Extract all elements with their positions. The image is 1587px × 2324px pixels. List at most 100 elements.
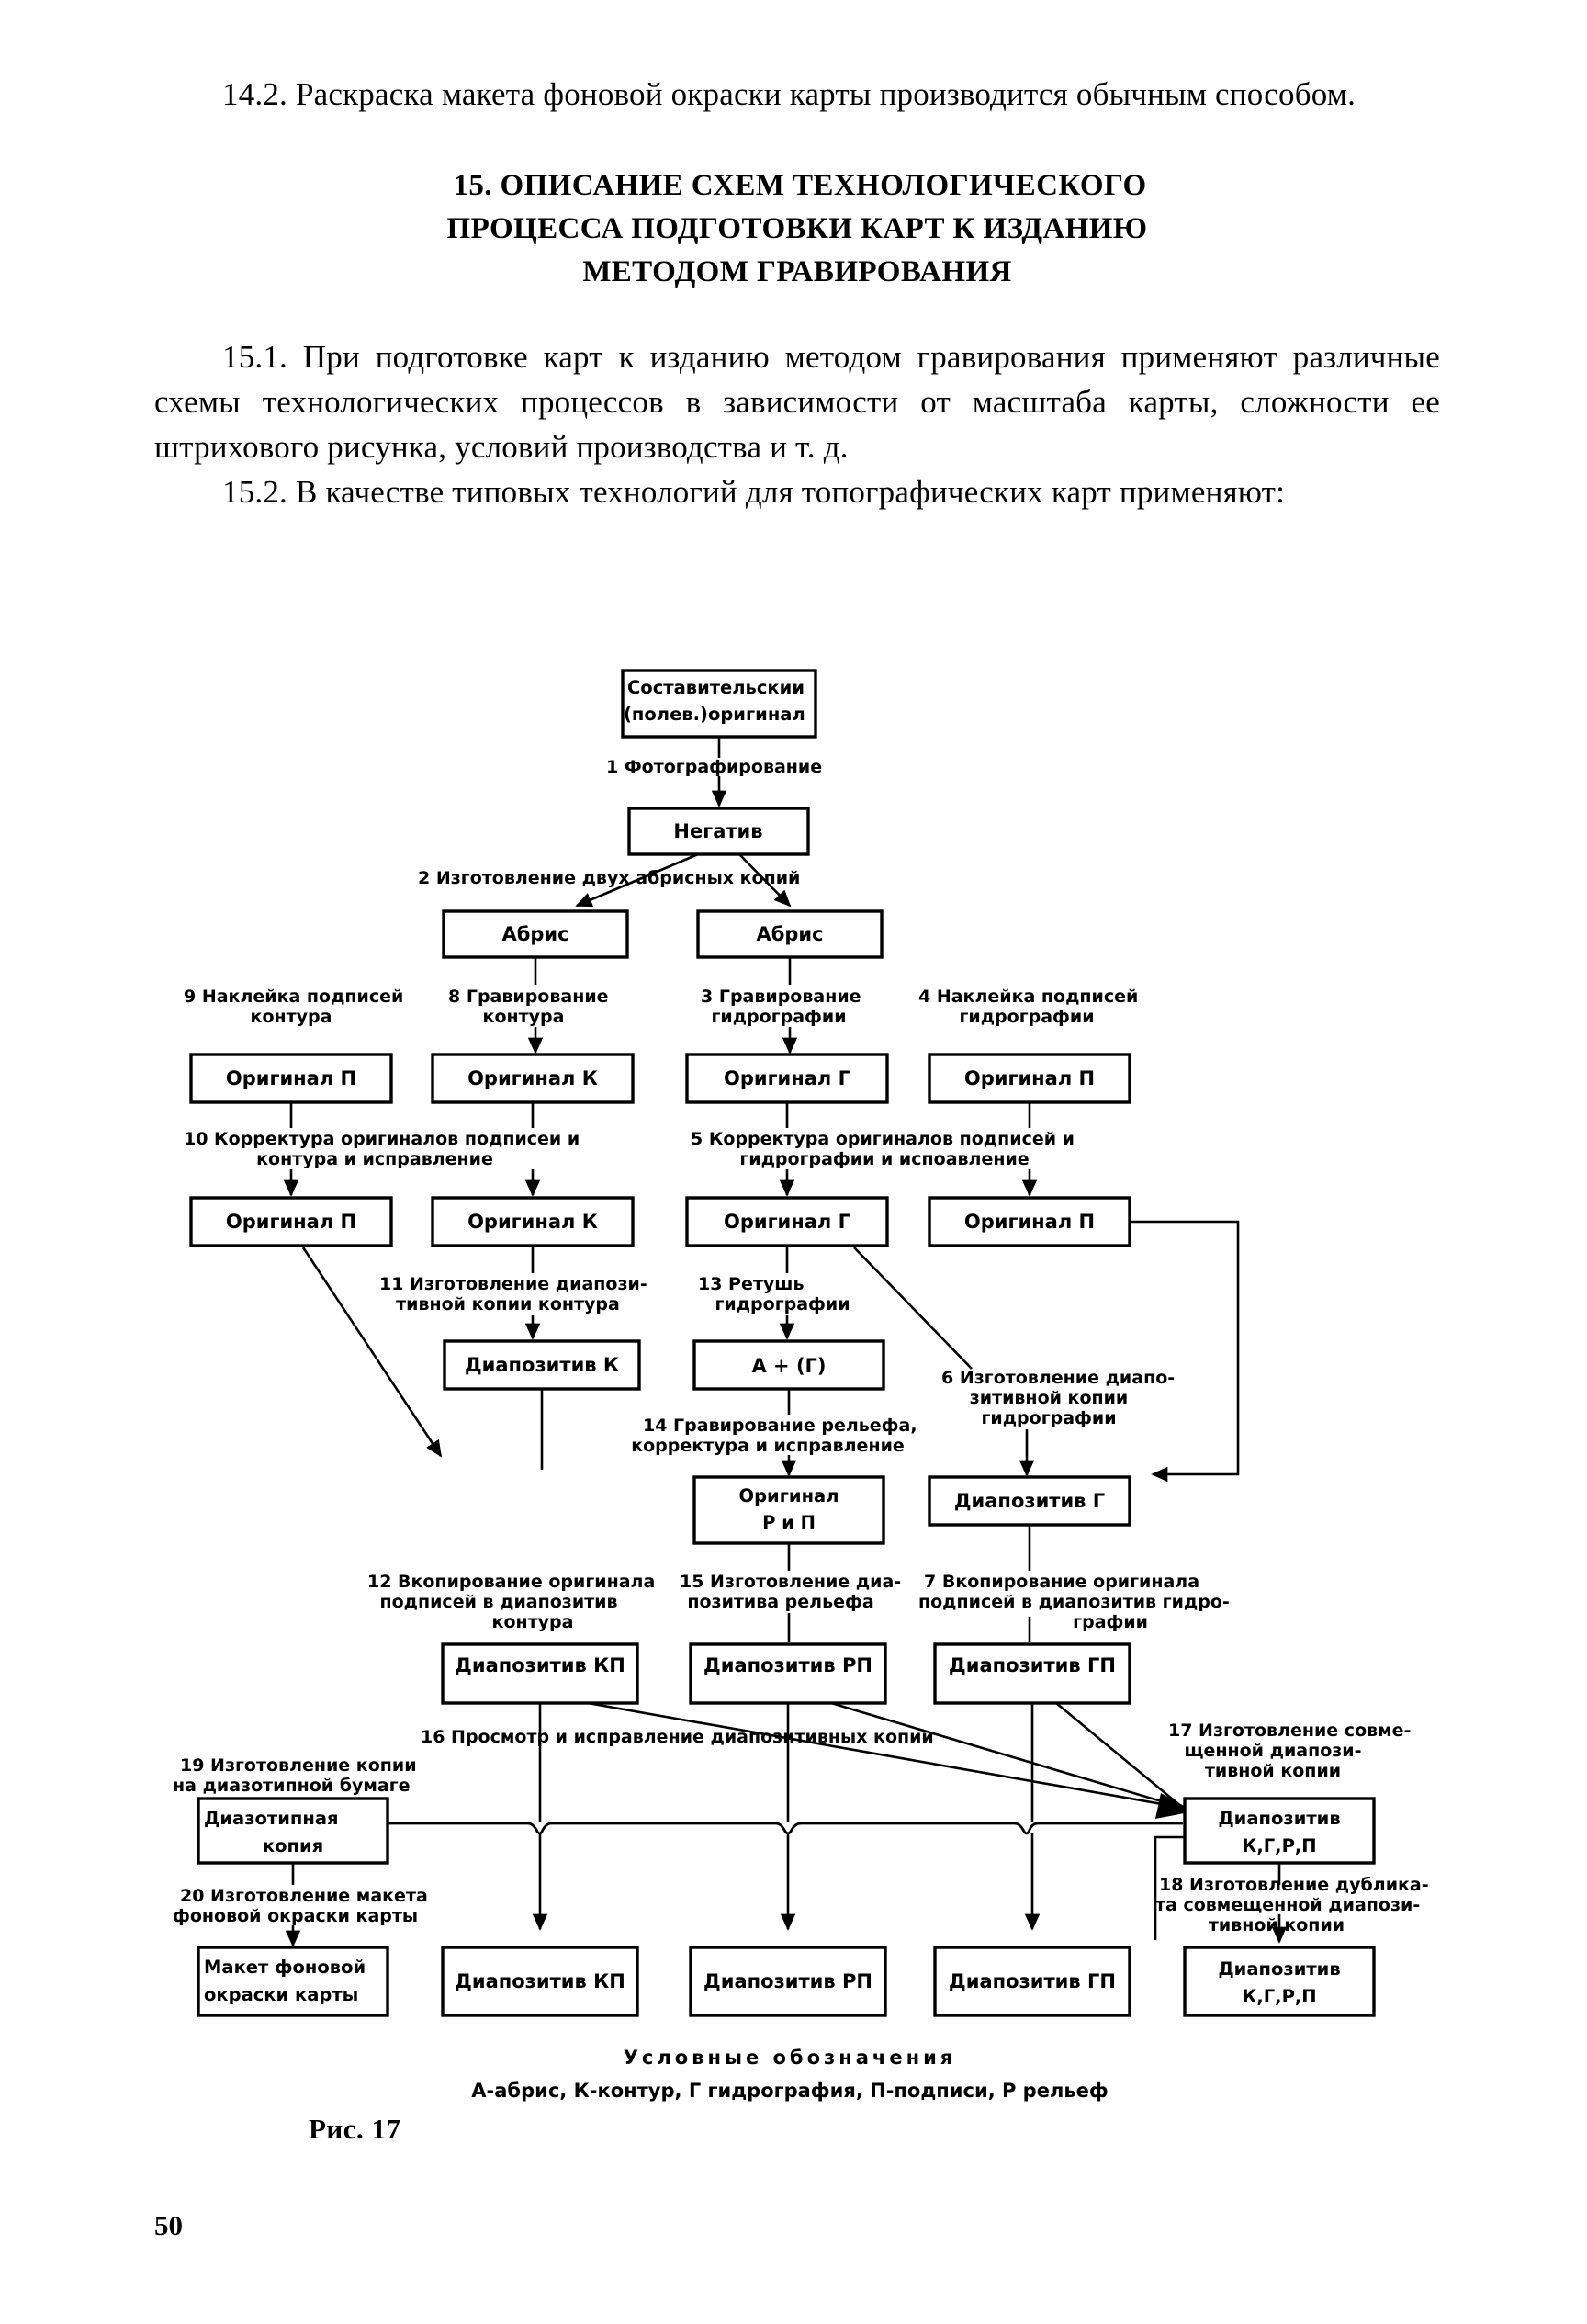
box-maket-background xyxy=(197,1946,389,2017)
step-16-label: 16 Просмотр и исправление диапозитивных … xyxy=(421,1727,934,1747)
box-diapositive-kp-mid xyxy=(441,1642,639,1705)
heading-line-1: 15. ОПИСАНИЕ СХЕМ ТЕХНОЛОГИЧЕСКОГО xyxy=(453,169,1147,202)
box-diapositive-kp-bottom-label: Диапозитив КП xyxy=(455,1970,625,1992)
step-7-label-line1: 7 Вкопирование оригинала xyxy=(924,1572,1199,1592)
step-15-label-line1: 15 Изготовление диа- xyxy=(680,1572,901,1592)
step-20-label-line1: 20 Изготовление макета xyxy=(180,1886,428,1906)
step-4-label-line1: 4 Наклейка подписей xyxy=(918,987,1138,1007)
step-11-label-line2: тивной копии контура xyxy=(396,1294,620,1314)
step-7-label-line2: подписей в диапозитив гидро- xyxy=(918,1592,1230,1612)
step-5-label-line2: гидрографии и испоавление xyxy=(739,1149,1029,1169)
legend-body: А-абрис, К-контур, Г гидрография, П-подп… xyxy=(471,2080,1108,2102)
box-diazo-copy-line2: копия xyxy=(263,1835,323,1856)
box-original-g-2 xyxy=(685,1196,889,1247)
paragraph-15-2: 15.2. В качестве типовых технологий для … xyxy=(222,474,1286,510)
box-original-k-2-label: Оригинал К xyxy=(467,1211,598,1233)
box-diapositive-k xyxy=(443,1339,641,1391)
box-diapositive-gp-mid-label: Диапозитив ГП xyxy=(949,1654,1116,1676)
box-abris-right-label: Абрис xyxy=(756,923,823,945)
box-source-original-line1: Составительскии xyxy=(627,677,805,698)
step-15-label-line2: позитива рельефа xyxy=(687,1592,873,1612)
box-original-r-p-line1: Оригинал xyxy=(739,1485,839,1506)
step-19-label-line2: на диазотипной бумаге xyxy=(173,1776,411,1796)
box-original-k-2 xyxy=(431,1196,635,1247)
step-17-label-line1: 17 Изготовление совме- xyxy=(1168,1720,1411,1741)
section-heading: 15. ОПИСАНИЕ СХЕМ ТЕХНОЛОГИЧЕСКОГО ПРОЦЕ… xyxy=(154,164,1440,294)
box-original-p-right-1 xyxy=(928,1053,1131,1104)
box-diapositive-combined-line1: Диапозитив xyxy=(1218,1808,1340,1829)
box-original-g-1 xyxy=(685,1053,889,1104)
box-diapositive-rp-mid xyxy=(689,1642,887,1705)
box-a-plus-g-label: А + (Г) xyxy=(751,1355,826,1377)
box-original-p-right-1-label: Оригинал П xyxy=(964,1067,1095,1089)
page-text-block: 14.2. Раскраска макета фоновой окраски к… xyxy=(154,72,1440,514)
step-19-label-line1: 19 Изготовление копии xyxy=(180,1755,417,1776)
step-7-label-line3: графии xyxy=(1073,1612,1148,1632)
box-original-k-1 xyxy=(431,1053,635,1104)
step-12-label-line2: подписей в диапозитив xyxy=(379,1592,617,1612)
paragraph-14-2: 14.2. Раскраска макета фоновой окраски к… xyxy=(222,76,1356,112)
heading-line-2: ПРОЦЕССА ПОДГОТОВКИ КАРТ К ИЗДАНИЮ xyxy=(446,212,1148,245)
box-maket-background-line2: окраски карты xyxy=(204,1984,358,2005)
box-diapositive-g xyxy=(928,1475,1131,1527)
box-original-r-p-line2: Р и П xyxy=(762,1512,816,1533)
legend-title: Условные обозначения xyxy=(624,2047,957,2069)
step-18-label-line2: та совмещенной диапози- xyxy=(1155,1895,1420,1915)
step-20-label-line2: фоновой окраски карты xyxy=(173,1906,418,1926)
step-12-label-line1: 12 Вкопирование оригинала xyxy=(367,1572,655,1592)
box-diapositive-kp-bottom xyxy=(441,1946,639,2017)
step-13-label-line2: гидрографии xyxy=(715,1294,850,1314)
box-original-p-2-label: Оригинал П xyxy=(226,1211,356,1233)
step-10-label-line2: контура и исправление xyxy=(256,1149,493,1169)
box-diapositive-combined xyxy=(1183,1797,1376,1865)
step-9-label-line1: 9 Наклейка подписей xyxy=(184,987,403,1007)
box-diapositive-duplicate-line1: Диапозитив xyxy=(1218,1958,1340,1980)
figure-caption: Рис. 17 xyxy=(309,2113,401,2145)
box-diapositive-gp-bottom-label: Диапозитив ГП xyxy=(949,1970,1116,1992)
step-3-label-line2: гидрографии xyxy=(711,1007,846,1027)
step-6-label-line1: 6 Изготовление диапо- xyxy=(941,1368,1175,1388)
box-original-p-right-2-label: Оригинал П xyxy=(964,1211,1095,1233)
box-original-r-p xyxy=(692,1475,885,1545)
box-negative xyxy=(627,807,810,856)
step-14-label-line2: корректура и исправление xyxy=(631,1436,905,1456)
box-diapositive-combined-line2: К,Г,Р,П xyxy=(1242,1835,1316,1856)
box-abris-left xyxy=(442,909,629,959)
box-original-p-2 xyxy=(189,1196,393,1247)
box-original-p-1-label: Оригинал П xyxy=(226,1067,356,1089)
box-original-k-1-label: Оригинал К xyxy=(467,1067,598,1089)
step-10-label-line1: 10 Корректура оригиналов подписеи и xyxy=(184,1129,580,1149)
step-17-label-line2: щенной диапози- xyxy=(1184,1741,1361,1761)
step-5-label-line1: 5 Корректура оригиналов подписей и xyxy=(691,1129,1075,1149)
step-4-label-line2: гидрографии xyxy=(959,1007,1094,1027)
box-diazo-copy xyxy=(197,1797,389,1865)
step-6-label-line2: зитивной копии xyxy=(970,1388,1129,1408)
page-number: 50 xyxy=(154,2209,183,2241)
box-diapositive-kp-mid-label: Диапозитив КП xyxy=(455,1654,625,1676)
step-8-label-line2: контура xyxy=(483,1007,565,1027)
box-diapositive-rp-mid-label: Диапозитив РП xyxy=(703,1654,872,1676)
step-1-label: 1 Фотографирование xyxy=(606,757,822,777)
step-6-label-line3: гидрографии xyxy=(981,1408,1116,1428)
step-18-label-line3: тивной копии xyxy=(1209,1915,1345,1935)
box-source-original-line2: (полев.)оригинал xyxy=(624,704,805,725)
step-2-label: 2 Изготовление двух абрисных копий xyxy=(418,868,800,888)
step-18-label-line1: 18 Изготовление дублика- xyxy=(1159,1875,1429,1895)
box-diapositive-g-label: Диапозитив Г xyxy=(954,1490,1105,1512)
box-diapositive-duplicate-line2: К,Г,Р,П xyxy=(1242,1986,1316,2007)
box-abris-left-label: Абрис xyxy=(501,923,568,945)
step-11-label-line1: 11 Изготовление диапози- xyxy=(379,1274,647,1294)
box-diapositive-rp-bottom-label: Диапозитив РП xyxy=(703,1970,872,1992)
box-maket-background-line1: Макет фоновой xyxy=(204,1957,366,1978)
flowchart-figure: Составительскии (полев.)оригинал 1 Фотог… xyxy=(0,643,1587,2131)
box-diapositive-rp-bottom xyxy=(689,1946,887,2017)
paragraph-15-1: 15.1. При подготовке карт к изданию мето… xyxy=(154,339,1440,465)
box-original-p-right-2 xyxy=(928,1196,1131,1247)
box-a-plus-g xyxy=(692,1339,885,1391)
step-3-label-line1: 3 Гравирование xyxy=(701,987,861,1007)
step-9-label-line2: контура xyxy=(251,1007,332,1027)
step-17-label-line3: тивной копии xyxy=(1205,1761,1341,1781)
box-negative-label: Негатив xyxy=(673,820,762,842)
box-source-original xyxy=(621,669,817,739)
box-diapositive-duplicate xyxy=(1183,1946,1376,2017)
